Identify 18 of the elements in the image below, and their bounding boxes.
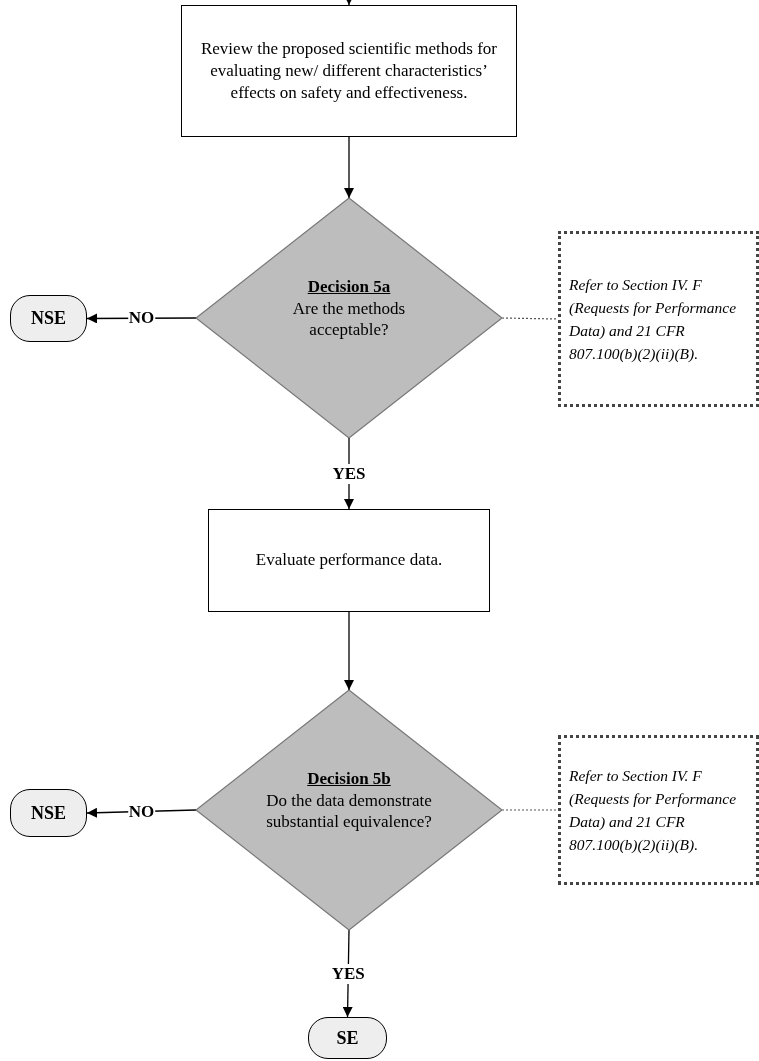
decision-heading: Decision 5a <box>307 275 391 298</box>
edge-label: YES <box>330 963 366 984</box>
arrow <box>344 136 354 199</box>
dotted-connector <box>501 809 559 811</box>
process-box: Evaluate performance data. <box>208 509 490 612</box>
process-box: Review the proposed scientific methods for evaluating new/ different characteristics’ effects on safety and effectiveness. <box>181 5 517 137</box>
arrow <box>344 611 354 691</box>
terminal-box: SE <box>308 1017 387 1059</box>
decision-question: Do the data demonstrate substantial equivalence? <box>265 789 433 833</box>
terminal-box: NSE <box>10 295 87 342</box>
edge-label: YES <box>331 463 367 484</box>
note-box: Refer to Section IV. F (Requests for Performance Data) and 21 CFR 807.100(b)(2)(ii)(B). <box>558 735 759 885</box>
dotted-connector <box>501 317 559 320</box>
decision-heading: Decision 5b <box>307 767 391 790</box>
note-box: Refer to Section IV. F (Requests for Performance Data) and 21 CFR 807.100(b)(2)(ii)(B). <box>558 231 759 407</box>
decision-question: Are the methods acceptable? <box>291 297 407 341</box>
arrow <box>344 0 354 6</box>
terminal-box: NSE <box>10 789 87 837</box>
